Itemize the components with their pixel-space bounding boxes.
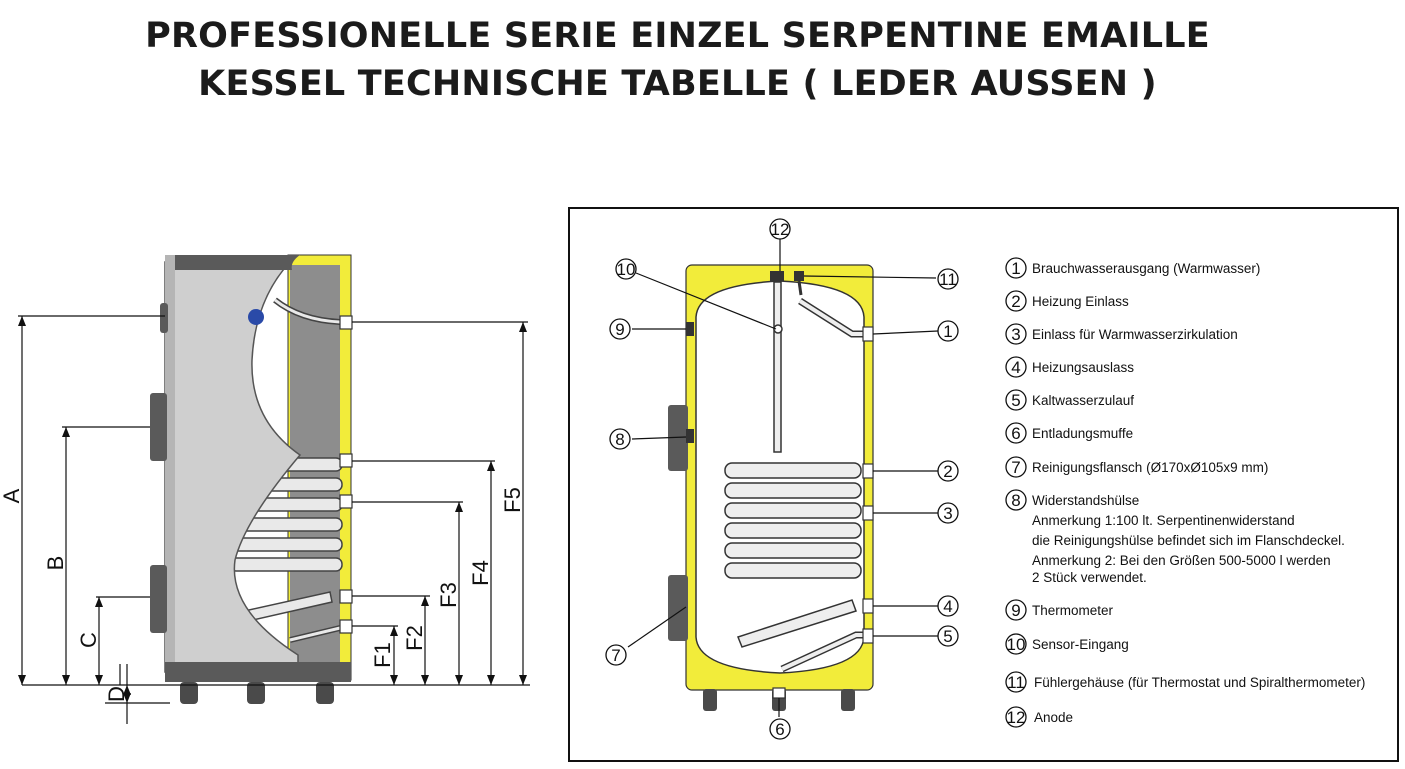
callout-7: 7: [611, 646, 620, 665]
callout-8: 8: [615, 430, 624, 449]
dim-label-B: B: [43, 556, 68, 571]
legend-text-2: Heizung Einlass: [1032, 294, 1129, 309]
legend-note-3: Anmerkung 2: Bei den Größen 500-5000 l w…: [1032, 553, 1331, 568]
legend-num-11: 11: [1007, 673, 1025, 692]
dim-label-F2: F2: [402, 625, 427, 651]
legend-num-10: 10: [1007, 635, 1026, 654]
callout-4: 4: [943, 597, 952, 616]
callout-3: 3: [943, 504, 952, 523]
outer-jacket: [164, 261, 302, 673]
callout-10: 10: [617, 260, 636, 279]
dim-label-F4: F4: [468, 560, 493, 586]
legend-note-1: Anmerkung 1:100 lt. Serpentinenwiderstan…: [1032, 513, 1295, 528]
title-line-2: KESSEL TECHNISCHE TABELLE ( LEDER AUSSEN…: [198, 64, 1157, 104]
callout-6: 6: [775, 720, 784, 739]
legend-num-5: 5: [1011, 391, 1020, 410]
legend-text-10: Sensor-Eingang: [1032, 637, 1129, 652]
callout-1: 1: [943, 322, 952, 341]
legend-text-8: Widerstandshülse: [1032, 493, 1139, 508]
legend-text-5: Kaltwasserzulauf: [1032, 393, 1134, 408]
legend-num-4: 4: [1011, 358, 1020, 377]
legend-text-11: Fühlergehäuse (für Thermostat und Spiral…: [1034, 675, 1365, 690]
dim-label-F5: F5: [500, 487, 525, 513]
legend-num-9: 9: [1011, 601, 1020, 620]
dim-label-D: D: [104, 686, 129, 702]
legend-text-3: Einlass für Warmwasserzirkulation: [1032, 327, 1238, 342]
legend-num-12: 12: [1007, 708, 1026, 727]
boiler-dimension-drawing: A B C D F1 F2 F3 F4 F5: [0, 254, 530, 724]
legend-num-7: 7: [1011, 458, 1020, 477]
dim-label-F3: F3: [436, 582, 461, 608]
legend: 1 2 3 4 5 6 7 8 9 10 11 12 Brauchwassera…: [1005, 257, 1365, 728]
legend-text-6: Entladungsmuffe: [1032, 426, 1133, 441]
schematic-coil: [724, 462, 862, 648]
legend-text-1: Brauchwasserausgang (Warmwasser): [1032, 261, 1260, 276]
legend-num-3: 3: [1011, 325, 1020, 344]
legend-note-2: die Reinigungshülse befindet sich im Fla…: [1032, 533, 1345, 548]
dim-label-A: A: [0, 488, 24, 503]
callout-2: 2: [943, 462, 952, 481]
legend-text-12: Anode: [1034, 710, 1073, 725]
callout-11: 11: [939, 270, 957, 289]
legend-text-7: Reinigungsflansch (Ø170xØ105x9 mm): [1032, 460, 1268, 475]
legend-note-4: 2 Stück verwendet.: [1032, 570, 1147, 585]
callout-9: 9: [615, 320, 624, 339]
dim-label-F1: F1: [370, 642, 395, 668]
legend-num-1: 1: [1011, 259, 1020, 278]
dim-label-C: C: [76, 632, 101, 648]
legend-text-4: Heizungsauslass: [1032, 360, 1134, 375]
title-line-1: PROFESSIONELLE SERIE EINZEL SERPENTINE E…: [145, 16, 1210, 56]
legend-text-9: Thermometer: [1032, 603, 1114, 618]
callout-5: 5: [943, 627, 952, 646]
boiler-schematic-panel: 12 10 11 9 1 8 2 3 4 5 7 6 1 2: [568, 207, 1399, 762]
legend-num-2: 2: [1011, 292, 1020, 311]
legend-num-6: 6: [1011, 424, 1020, 443]
legend-num-8: 8: [1011, 491, 1020, 510]
callout-12: 12: [771, 220, 790, 239]
